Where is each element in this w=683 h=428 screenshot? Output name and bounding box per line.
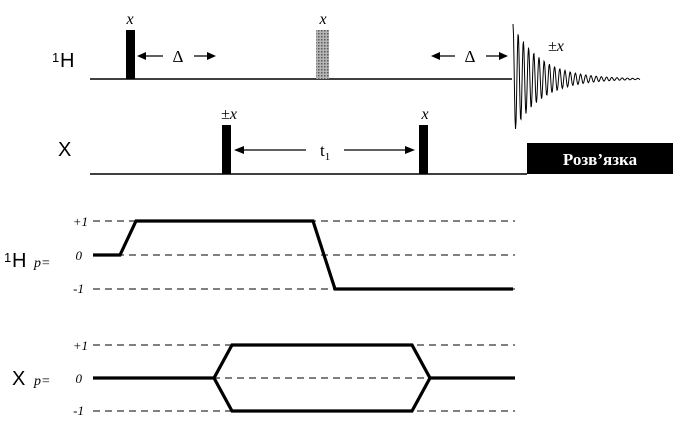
h-channel-label: H	[60, 50, 74, 72]
fid-signal	[512, 23, 641, 129]
h-coherence-pathway: 1 H p= +1 0 -1	[4, 214, 515, 296]
x-level-0-label: 0	[76, 371, 83, 386]
evolution-left-arrowhead	[234, 146, 244, 154]
delay-1-right-arrowhead	[207, 52, 216, 60]
h-pulse-1	[126, 30, 135, 79]
x-channel: X ±x x t1 Розв’язка	[58, 106, 673, 175]
delay-1-left-arrowhead	[137, 52, 146, 60]
x-pulse-2	[419, 125, 428, 174]
h-level-plus1-label: +1	[73, 214, 88, 229]
x-pulse-1-phase: ±x	[221, 106, 237, 123]
acquisition-phase: ±x	[548, 38, 564, 55]
x-pathway-label: X	[12, 368, 25, 390]
h-level-0-label: 0	[76, 248, 83, 263]
decoupling-label: Розв’язка	[563, 150, 638, 169]
h-pulse-1-phase: x	[125, 11, 133, 28]
x-channel-label: X	[58, 139, 71, 161]
evolution-label: t1	[320, 141, 330, 163]
x-level-minus1-label: -1	[73, 403, 84, 418]
decoupling-block	[527, 143, 673, 174]
delay-2-right-arrowhead	[499, 52, 508, 60]
x-coherence-pathway: X p= +1 0 -1	[12, 338, 515, 418]
x-coherence-path-upper	[93, 343, 515, 380]
h-level-minus1-label: -1	[73, 281, 84, 296]
h-channel-label-superscript: 1	[52, 50, 59, 65]
h-pulse-2-phase: x	[318, 11, 326, 28]
delay-2-label: Δ	[465, 47, 476, 66]
h-pathway-label-superscript: 1	[4, 250, 11, 265]
h-pathway-p-label: p=	[33, 256, 50, 271]
h-channel: 1 H x x Δ Δ ±x	[52, 11, 641, 129]
x-level-plus1-label: +1	[73, 338, 88, 353]
h-pulse-2-shaded	[316, 30, 329, 79]
x-coherence-path-lower	[212, 377, 432, 413]
x-pulse-2-phase: x	[420, 106, 428, 123]
delay-1-label: Δ	[173, 47, 184, 66]
x-pulse-1	[222, 125, 231, 174]
delay-2-left-arrowhead	[431, 52, 440, 60]
evolution-right-arrowhead	[405, 146, 415, 154]
h-pathway-label: H	[12, 250, 26, 272]
h-coherence-path	[93, 219, 513, 291]
x-pathway-p-label: p=	[33, 374, 50, 389]
